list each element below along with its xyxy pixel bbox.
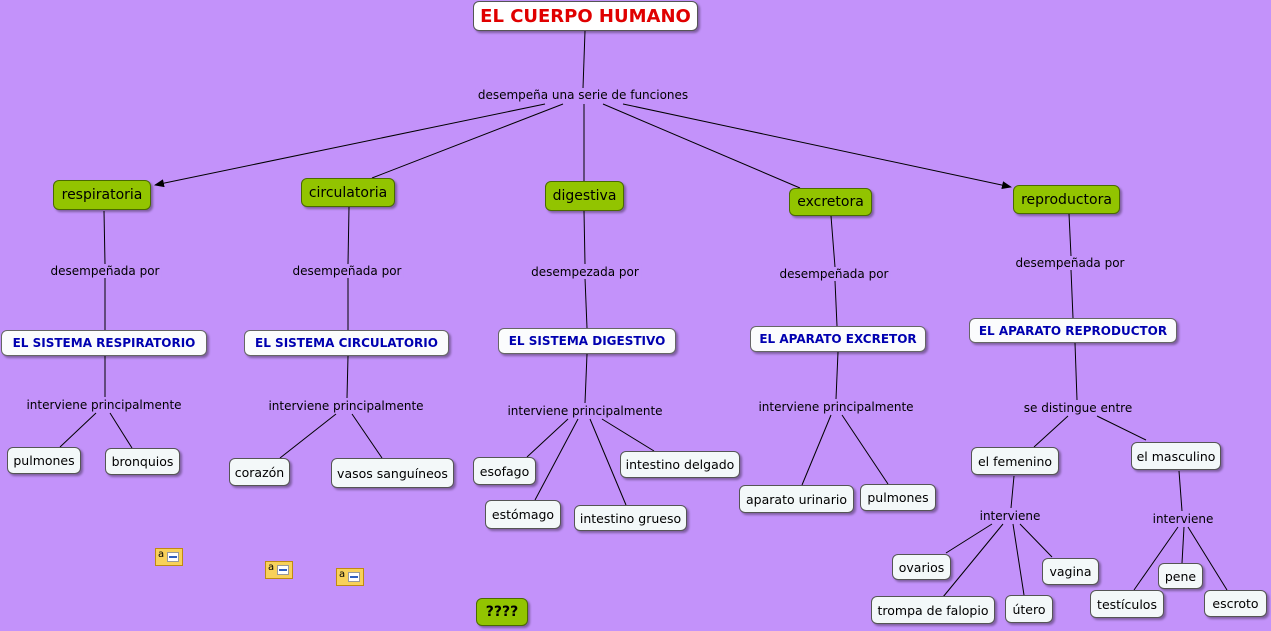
link-label-digestiva: desempezada por: [529, 265, 641, 279]
function-respiratoria[interactable]: respiratoria: [53, 180, 151, 210]
leaf-intestino-delgado[interactable]: intestino delgado: [620, 451, 740, 478]
link-label-circulatoria: desempeñada por: [290, 264, 404, 278]
sub-link-respiratorio: interviene principalmente: [24, 398, 184, 412]
note-attachment-icon[interactable]: a: [155, 548, 183, 566]
root-link-label: desempeña una serie de funciones: [475, 88, 691, 102]
system-digestivo[interactable]: EL SISTEMA DIGESTIVO: [498, 328, 676, 354]
leaf-trompa-de-falopio[interactable]: trompa de falopio: [871, 596, 995, 624]
note-attachment-icon[interactable]: a: [265, 561, 293, 579]
link-label-respiratoria: desempeñada por: [48, 264, 162, 278]
leaf-estomago[interactable]: estómago: [485, 500, 561, 529]
leaf-pene[interactable]: pene: [1158, 563, 1203, 589]
leaf-bronquios[interactable]: bronquios: [105, 448, 180, 475]
sub-link-circulatorio: interviene principalmente: [266, 399, 426, 413]
leaf-intestino-grueso[interactable]: intestino grueso: [574, 505, 687, 531]
sub-link-reproductor: se distingue entre: [1021, 401, 1135, 415]
leaf-testiculos[interactable]: testículos: [1090, 590, 1164, 618]
leaf-corazon[interactable]: corazón: [229, 458, 290, 486]
leaf-vasos-sanguineos[interactable]: vasos sanguíneos: [331, 458, 454, 488]
system-respiratorio[interactable]: EL SISTEMA RESPIRATORIO: [1, 330, 207, 356]
sub-link-digestivo: interviene principalmente: [505, 404, 665, 418]
system-circulatorio[interactable]: EL SISTEMA CIRCULATORIO: [244, 330, 449, 356]
link-masculino: interviene: [1150, 512, 1216, 526]
title-node[interactable]: EL CUERPO HUMANO: [473, 1, 698, 31]
leaf-pulmones-excr[interactable]: pulmones: [860, 484, 936, 511]
link-label-reproductora: desempeñada por: [1013, 256, 1127, 270]
link-label-excretora: desempeñada por: [777, 267, 891, 281]
node-masculino[interactable]: el masculino: [1131, 442, 1221, 470]
leaf-ovarios[interactable]: ovarios: [892, 554, 951, 580]
function-reproductora[interactable]: reproductora: [1013, 185, 1120, 214]
leaf-esofago[interactable]: esofago: [473, 457, 536, 485]
sub-link-excretor: interviene principalmente: [756, 400, 916, 414]
leaf-pulmones-resp[interactable]: pulmones: [7, 447, 81, 474]
system-reproductor[interactable]: EL APARATO REPRODUCTOR: [969, 318, 1177, 343]
leaf-vagina[interactable]: vagina: [1042, 558, 1099, 585]
function-excretora[interactable]: excretora: [789, 188, 872, 216]
leaf-aparato-urinario[interactable]: aparato urinario: [739, 485, 854, 513]
leaf-utero[interactable]: útero: [1005, 595, 1053, 623]
leaf-escroto[interactable]: escroto: [1204, 590, 1267, 617]
question-node[interactable]: ????: [476, 598, 528, 626]
function-circulatoria[interactable]: circulatoria: [301, 178, 395, 207]
node-femenino[interactable]: el femenino: [971, 447, 1059, 475]
link-femenino: interviene: [977, 509, 1043, 523]
function-digestiva[interactable]: digestiva: [545, 181, 624, 211]
system-excretor[interactable]: EL APARATO EXCRETOR: [750, 326, 926, 352]
note-attachment-icon[interactable]: a: [336, 568, 364, 586]
